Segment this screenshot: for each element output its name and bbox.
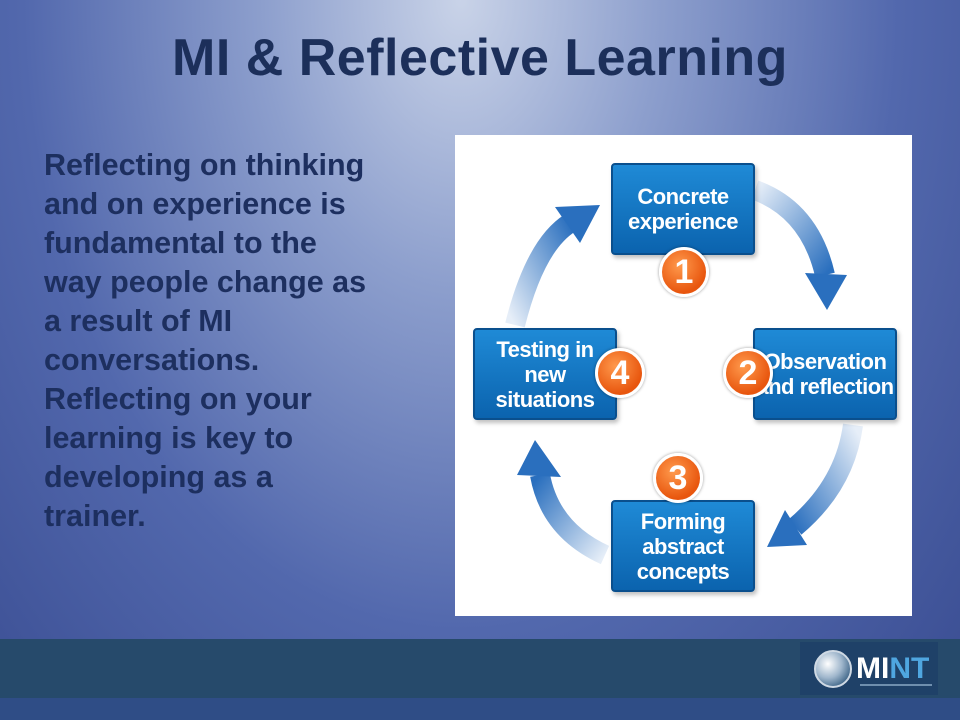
body-line: trainer. [44, 499, 146, 533]
arrow-bottom-right [767, 423, 863, 547]
logo-underline [860, 684, 932, 686]
step-number-1: 1 [659, 247, 709, 297]
body-text: Reflecting on thinking and on experience… [44, 146, 444, 536]
step-1-line2: experience [628, 209, 738, 234]
body-line: Reflecting on your [44, 382, 312, 416]
body-line: Reflecting on thinking [44, 148, 365, 182]
body-line: conversations. [44, 343, 260, 377]
mint-logo: MINT [800, 642, 938, 695]
step-box-observation-reflection: Observation and reflection [753, 328, 897, 420]
footer-bottom-strip [0, 698, 960, 720]
body-line: developing as a [44, 460, 273, 494]
step-box-concrete-experience: Concrete experience [611, 163, 755, 255]
arrow-bottom-left [517, 440, 610, 565]
step-number-4: 4 [595, 348, 645, 398]
arrow-top-right [751, 180, 847, 310]
logo-nt: NT [889, 651, 930, 685]
body-line: and on experience is [44, 187, 346, 221]
logo-mi: MI [856, 651, 890, 685]
arrow-top-left [505, 205, 600, 328]
step-number-2: 2 [723, 348, 773, 398]
step-box-forming-abstract-concepts: Forming abstract concepts [611, 500, 755, 592]
slide-title: MI & Reflective Learning [172, 29, 788, 87]
step-box-testing-new-situations: Testing in new situations [473, 328, 617, 420]
step-2-line1: Observation [763, 349, 887, 374]
cycle-arrows [505, 180, 863, 565]
step-3-line1: Forming abstract [640, 508, 726, 559]
step-4-line1: Testing in [496, 336, 594, 362]
globe-icon [814, 649, 852, 688]
body-line: learning is key to [44, 421, 294, 455]
step-number-3: 3 [653, 453, 703, 503]
body-line: way people change as [44, 265, 367, 299]
step-1-line1: Concrete [637, 184, 729, 209]
step-3-line2: concepts [636, 558, 730, 584]
body-line: fundamental to the [44, 226, 317, 260]
body-line: a result of MI [44, 304, 233, 338]
learning-cycle-diagram: Concrete experience 1 Observation and re… [455, 135, 912, 616]
logo-wordmark: MINT [856, 652, 929, 686]
step-4-line2: new situations [495, 361, 595, 412]
step-2-line2: and reflection [756, 374, 894, 399]
